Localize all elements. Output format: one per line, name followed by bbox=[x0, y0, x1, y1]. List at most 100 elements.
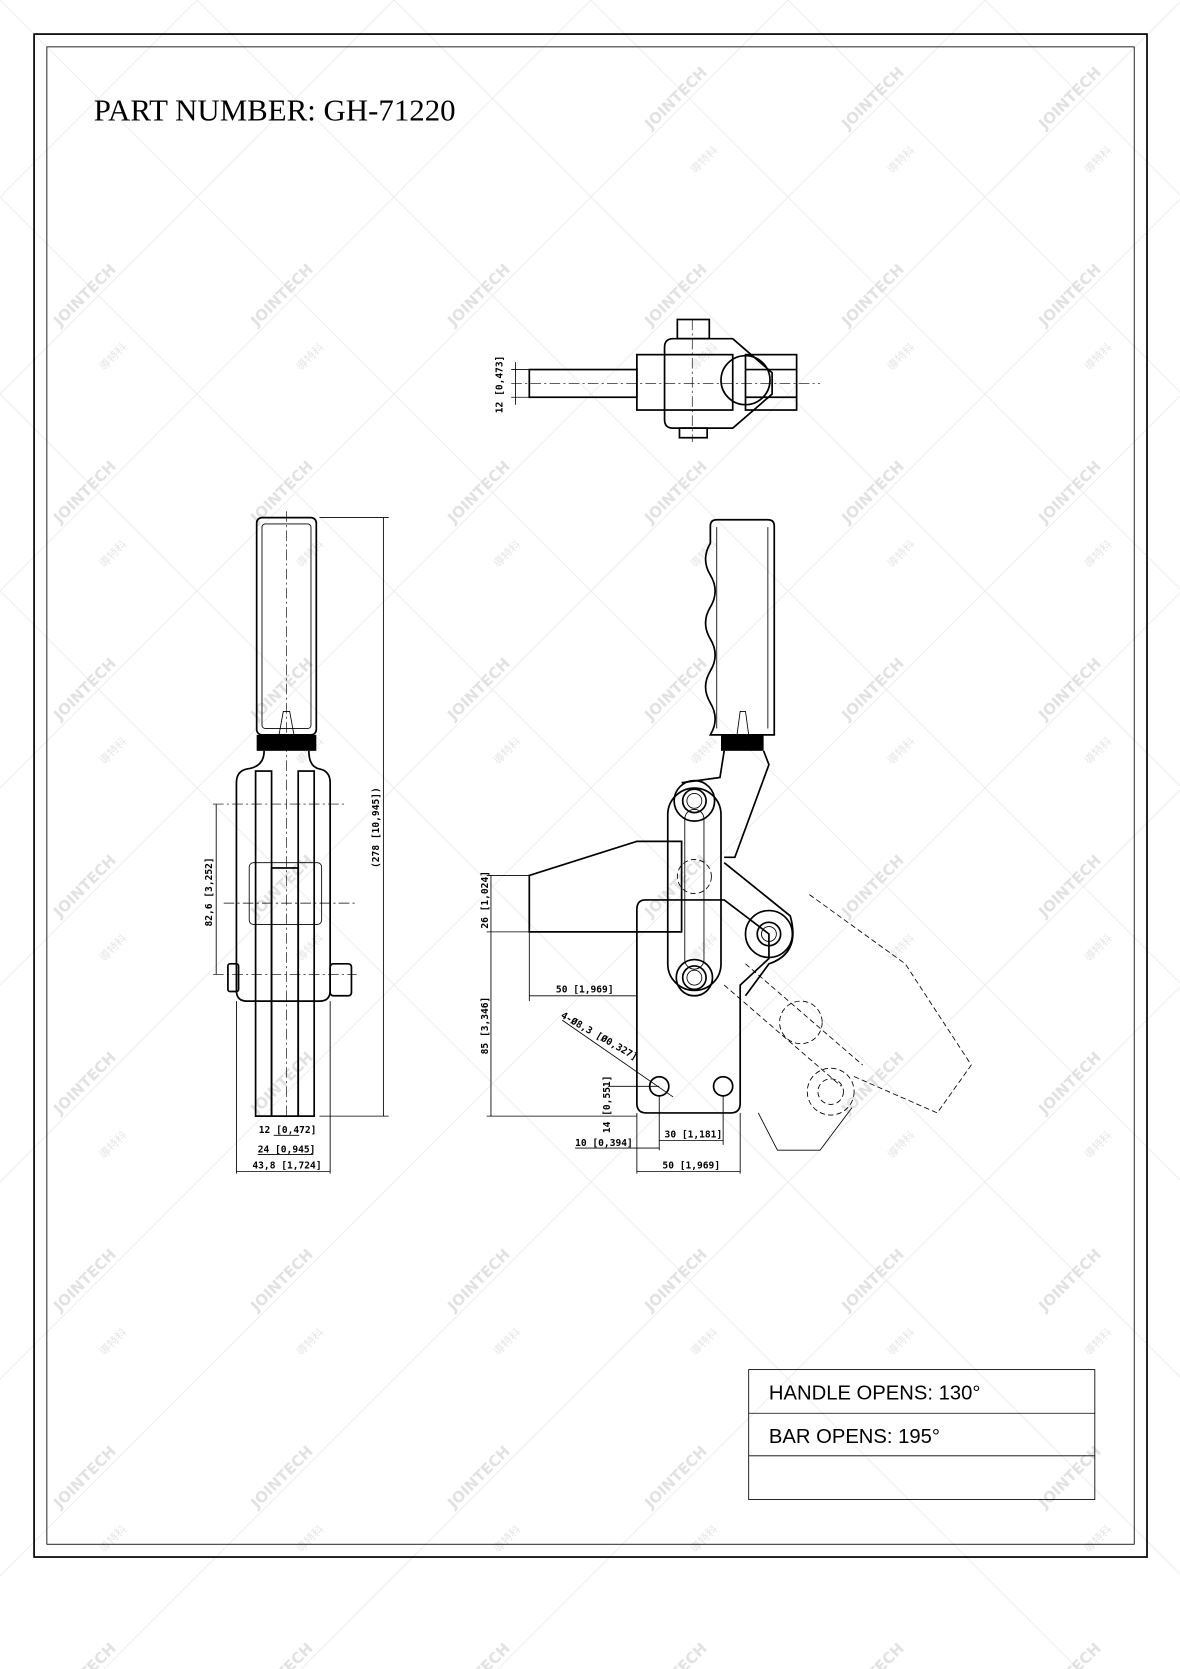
watermark-subtext: 導特科 bbox=[687, 143, 720, 176]
watermark-text: JOINTECH bbox=[443, 1639, 513, 1669]
watermark-line bbox=[196, 0, 1180, 984]
watermark-subtext: 導特科 bbox=[96, 1325, 129, 1358]
watermark-line bbox=[0, 0, 198, 198]
watermark-subtext: 導特科 bbox=[96, 1522, 129, 1555]
watermark-subtext: 導特科 bbox=[490, 734, 523, 767]
watermark-subtext: 導特科 bbox=[884, 931, 917, 964]
watermark-line bbox=[300, 789, 1180, 1669]
watermark-subtext: 導特科 bbox=[884, 537, 917, 570]
watermark-line bbox=[497, 986, 1180, 1669]
dim-inner-width: 24 [0,945] bbox=[258, 1144, 316, 1155]
watermark-subtext: 導特科 bbox=[687, 734, 720, 767]
dim-bar-reach: 50 [1,969] bbox=[556, 985, 614, 996]
dim-pivot-spacing: 82,6 [3,252] bbox=[204, 857, 215, 926]
watermark-text: JOINTECH bbox=[640, 1442, 710, 1512]
watermark-line bbox=[0, 0, 789, 789]
dim-base-width: 50 [1,969] bbox=[662, 1160, 720, 1171]
watermark-text: JOINTECH bbox=[1034, 63, 1104, 133]
dim-base-height: 85 [3,346] bbox=[480, 997, 491, 1055]
dim-bar-thickness: 12 [0,473] bbox=[495, 356, 506, 414]
watermark-text: JOINTECH bbox=[49, 1245, 119, 1315]
watermark-line bbox=[0, 590, 1079, 1669]
dim-holes: 4-Ø8,3 [Ø0,327] bbox=[559, 1010, 639, 1063]
watermark-text: JOINTECH bbox=[837, 1245, 907, 1315]
watermark-subtext: 導特科 bbox=[687, 1522, 720, 1555]
watermark-line bbox=[0, 0, 395, 395]
watermark-text: JOINTECH bbox=[246, 260, 316, 330]
watermark-subtext: 導特科 bbox=[1081, 1325, 1114, 1358]
watermark-subtext: 導特科 bbox=[884, 1325, 917, 1358]
watermark-subtext: 導特科 bbox=[1081, 1128, 1114, 1161]
watermark-text: JOINTECH bbox=[640, 654, 710, 724]
watermark-subtext: 導特科 bbox=[1081, 931, 1114, 964]
dim-hole-offset: 10 [0,394] bbox=[575, 1138, 633, 1149]
watermark-subtext: 導特科 bbox=[490, 1325, 523, 1358]
watermark-line bbox=[0, 0, 592, 592]
watermark-subtext: 導特科 bbox=[293, 1522, 326, 1555]
watermark-text: JOINTECH bbox=[1034, 457, 1104, 527]
watermark-text: JOINTECH bbox=[49, 851, 119, 921]
watermark-subtext: 導特科 bbox=[884, 1128, 917, 1161]
watermark-subtext: 導特科 bbox=[293, 537, 326, 570]
watermark-text: JOINTECH bbox=[837, 63, 907, 133]
top-view: 12 [0,473] bbox=[495, 318, 821, 442]
watermark-subtext: 導特科 bbox=[884, 734, 917, 767]
watermark-text: JOINTECH bbox=[1034, 1639, 1104, 1669]
watermark-subtext: 導特科 bbox=[490, 537, 523, 570]
watermark-subtext: 導特科 bbox=[884, 340, 917, 373]
watermark-text: JOINTECH bbox=[837, 851, 907, 921]
watermark-text: JOINTECH bbox=[640, 851, 710, 921]
dim-hole-height: 14 [0,551] bbox=[602, 1075, 613, 1133]
watermark-text: JOINTECH bbox=[837, 1639, 907, 1669]
handle-opens-text: HANDLE OPENS: 130° bbox=[769, 1382, 980, 1404]
watermark-subtext: 導特科 bbox=[1081, 143, 1114, 176]
side-view: 82,6 [3,252] (278 [10,945]) 12 [0,472] 2… bbox=[204, 511, 389, 1174]
watermark-subtext: 導特科 bbox=[96, 1128, 129, 1161]
dim-hole-spacing: 30 [1,181] bbox=[665, 1129, 723, 1140]
watermark-line bbox=[590, 0, 1180, 590]
watermark-text: JOINTECH bbox=[49, 260, 119, 330]
watermark-text: JOINTECH bbox=[443, 260, 513, 330]
watermark-subtext: 導特科 bbox=[490, 1522, 523, 1555]
watermark-text: JOINTECH bbox=[246, 1639, 316, 1669]
watermark-subtext: 導特科 bbox=[96, 931, 129, 964]
watermark-text: JOINTECH bbox=[837, 457, 907, 527]
watermark-text: JOINTECH bbox=[640, 63, 710, 133]
watermark-text: JOINTECH bbox=[246, 1048, 316, 1118]
watermark-subtext: 導特科 bbox=[687, 537, 720, 570]
watermark-text: JOINTECH bbox=[443, 654, 513, 724]
bar-opens-text: BAR OPENS: 195° bbox=[769, 1426, 940, 1448]
watermark-text: JOINTECH bbox=[443, 457, 513, 527]
watermark-text: JOINTECH bbox=[1034, 851, 1104, 921]
dim-overall-height: (278 [10,945]) bbox=[371, 787, 382, 868]
watermark-text: JOINTECH bbox=[837, 260, 907, 330]
watermark-subtext: 導特科 bbox=[1081, 537, 1114, 570]
watermark-subtext: 導特科 bbox=[96, 537, 129, 570]
watermark-subtext: 導特科 bbox=[96, 734, 129, 767]
watermark-text: JOINTECH bbox=[246, 1245, 316, 1315]
watermark-text: JOINTECH bbox=[49, 1639, 119, 1669]
watermark-text: JOINTECH bbox=[1034, 1442, 1104, 1512]
watermark-subtext: 導特科 bbox=[884, 143, 917, 176]
watermark-text: JOINTECH bbox=[640, 1639, 710, 1669]
watermark-text: JOINTECH bbox=[837, 654, 907, 724]
watermark-subtext: 導特科 bbox=[96, 340, 129, 373]
front-view: 26 [1,024] 85 [3,346] 50 [1,969] 4-Ø8,3 … bbox=[480, 518, 972, 1174]
dim-bar-height: 26 [1,024] bbox=[480, 871, 491, 929]
watermark-subtext: 導特科 bbox=[293, 340, 326, 373]
watermark-line bbox=[787, 0, 1180, 393]
watermark-line bbox=[984, 0, 1180, 196]
watermark-text: JOINTECH bbox=[49, 1442, 119, 1512]
watermark-text: JOINTECH bbox=[49, 457, 119, 527]
watermark-text: JOINTECH bbox=[1034, 260, 1104, 330]
watermark-text: JOINTECH bbox=[1034, 1245, 1104, 1315]
watermark-line bbox=[393, 0, 1180, 787]
watermark-text: JOINTECH bbox=[1034, 654, 1104, 724]
dim-overall-width: 43,8 [1,724] bbox=[252, 1160, 321, 1171]
